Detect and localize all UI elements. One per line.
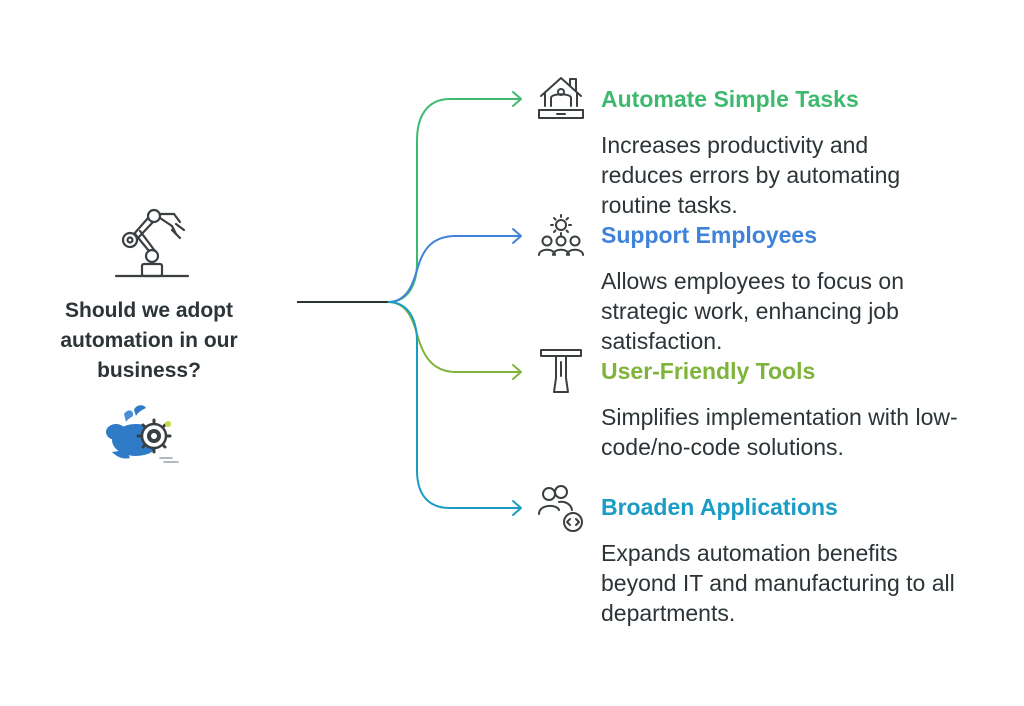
users-code-icon	[538, 485, 583, 532]
branch-title-broaden-applications: Broaden Applications	[601, 494, 838, 520]
connector-automate-simple-tasks	[387, 98, 520, 303]
branch-desc-user-friendly-tools: Simplifies implementation with low-code/…	[601, 404, 958, 460]
home-laptop-icon	[538, 77, 584, 119]
arrowhead-support-employees	[512, 228, 522, 244]
arrowhead-automate-simple-tasks	[512, 91, 522, 107]
branch-title-user-friendly-tools: User-Friendly Tools	[601, 358, 816, 384]
branch-desc-broaden-applications: Expands automation benefits beyond IT an…	[601, 540, 955, 626]
connector-broaden-applications	[387, 301, 520, 509]
central-question: Should we adopt automation in our busine…	[60, 299, 238, 382]
team-gear-icon	[538, 214, 584, 256]
branch-desc-automate-simple-tasks: Increases productivity and reduces error…	[601, 132, 901, 218]
t-tool-icon	[540, 349, 582, 393]
connector-user-friendly-tools	[387, 301, 520, 373]
arrowhead-user-friendly-tools	[512, 364, 522, 380]
arrowhead-broaden-applications	[512, 500, 522, 516]
branch-title-support-employees: Support Employees	[601, 222, 817, 248]
rabbit-gear-logo	[106, 405, 179, 463]
branch-title-automate-simple-tasks: Automate Simple Tasks	[601, 86, 859, 112]
robot-arm-icon	[114, 208, 190, 278]
branch-desc-support-employees: Allows employees to focus on strategic w…	[601, 268, 904, 354]
connector-support-employees	[387, 235, 520, 303]
